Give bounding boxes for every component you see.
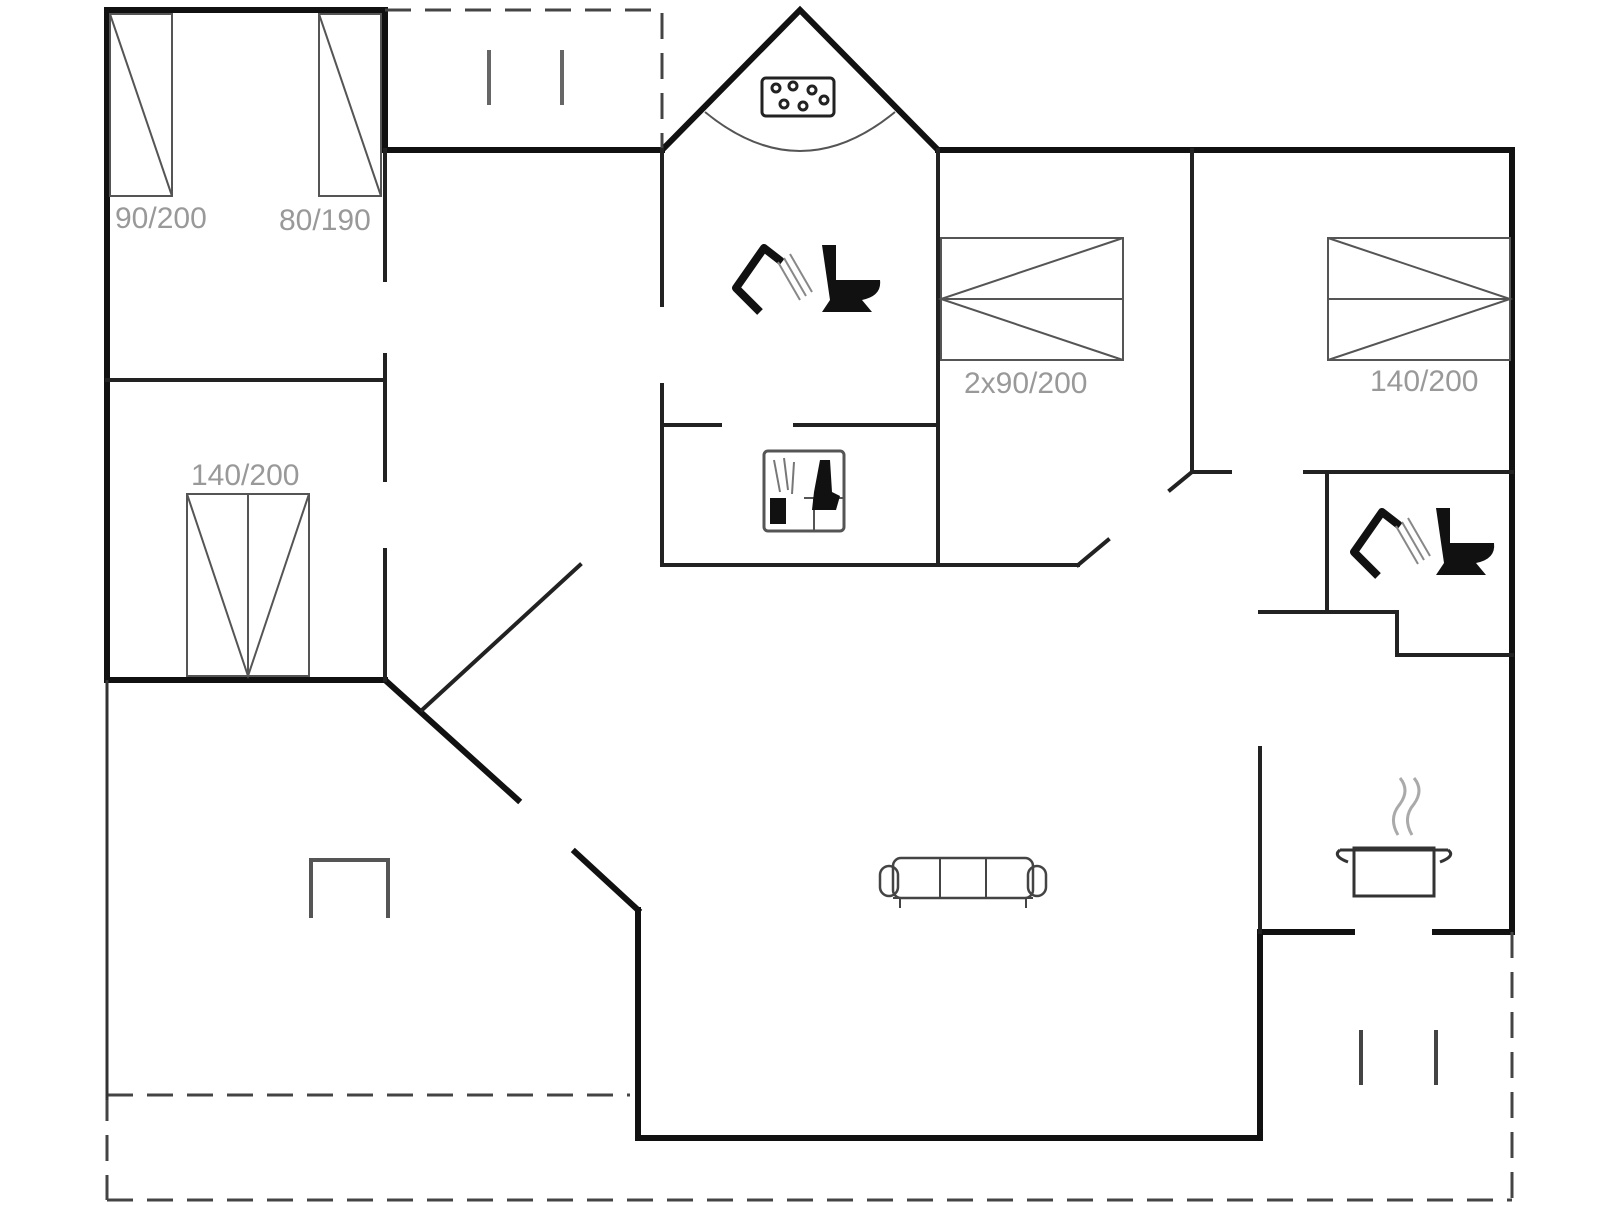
spa-bath-icon [760,76,836,118]
fireplace-mark [309,858,390,918]
cooking-pot-icon [1335,777,1453,898]
bed-label-80-190: 80/190 [279,204,371,237]
shower-icon [732,244,813,315]
interior-walls [105,148,1514,934]
bed-double [186,493,310,680]
sauna [762,449,846,533]
sofa-icon [878,856,1048,908]
bedroom-3: 2x90/200 [937,237,1124,400]
bedroom-2: 140/200 [186,459,310,680]
sauna-icon [762,449,846,533]
exterior-walls [104,5,1515,1141]
terrace-outlines [105,8,1514,1202]
bathroom-2 [1350,508,1495,579]
bedroom-4: 140/200 [1327,237,1514,398]
bedroom-1: 90/200 80/190 [109,13,382,237]
toilet-icon-2 [1436,508,1495,575]
bathroom-1 [732,244,881,315]
spa-bay [704,76,896,152]
kitchen [1335,777,1453,898]
bed-label-140-200-left: 140/200 [191,459,299,492]
bed-twin-pair [937,237,1124,361]
bed-label-90-200: 90/200 [115,202,207,235]
bed-single-90 [109,13,173,197]
bed-label-2x90-200: 2x90/200 [964,367,1087,400]
terrace-posts [487,50,1438,1085]
bed-single-80 [318,13,382,197]
living-room [878,856,1048,908]
toilet-icon [822,245,881,312]
shower-icon-2 [1350,508,1431,579]
bed-double-right [1327,237,1514,361]
bed-label-140-200-right: 140/200 [1370,365,1478,398]
